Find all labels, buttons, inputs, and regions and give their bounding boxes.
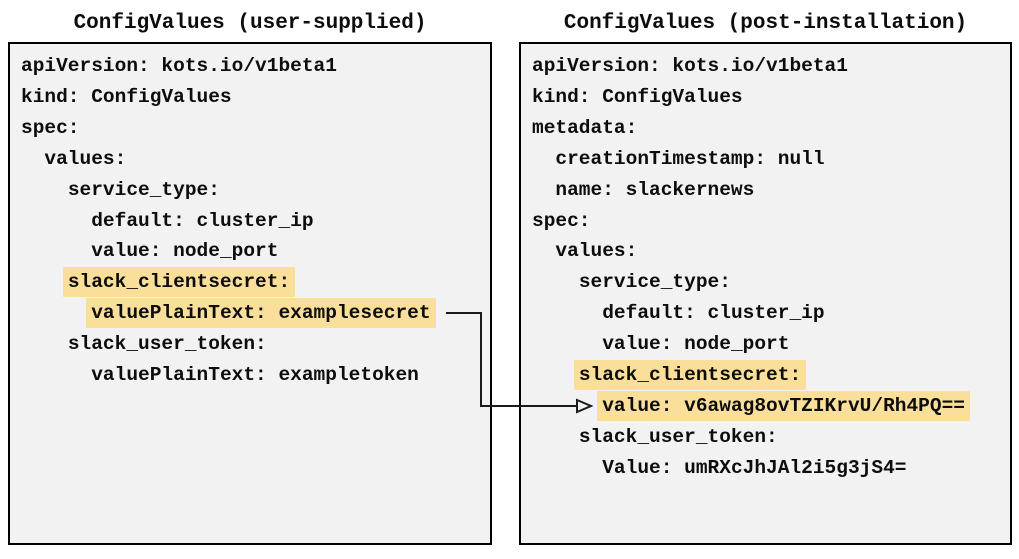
yaml-line: service_type: [532,267,1010,298]
yaml-text: slack_user_token: [67,333,267,356]
yaml-line: slack_clientsecret: [532,360,1010,391]
yaml-line: value: v6awag8ovTZIKrvU/Rh4PQ== [532,390,1010,422]
yaml-text: spec: [532,209,591,232]
yaml-line: spec: [21,113,490,144]
yaml-line: valuePlainText: exampletoken [21,360,490,391]
yaml-line: slack_user_token: [532,422,1010,453]
yaml-text: spec: [21,116,80,139]
yaml-line: apiVersion: kots.io/v1beta1 [21,51,490,82]
yaml-lines-container: apiVersion: kots.io/v1beta1 kind: ConfigV… [21,51,490,391]
yaml-text: kind: ConfigValues [532,85,743,108]
yaml-line: values: [21,144,490,175]
config-values-post-installation-panel: apiVersion: kots.io/v1beta1 kind: ConfigV… [519,42,1012,545]
yaml-line: spec: [532,206,1010,237]
yaml-text: value: node_port [602,333,790,356]
yaml-text: value: node_port [91,240,279,263]
highlighted-yaml-text: value: v6awag8ovTZIKrvU/Rh4PQ== [597,390,970,421]
yaml-line: default: cluster_ip [21,206,490,237]
yaml-line: value: node_port [532,329,1010,360]
panel-title-post-installation: ConfigValues (post-installation) [563,12,968,35]
yaml-line: value: node_port [21,236,490,267]
yaml-text: apiVersion: kots.io/v1beta1 [532,55,848,77]
yaml-text: creationTimestamp: null [555,147,825,170]
yaml-line: metadata: [532,113,1010,144]
yaml-text: apiVersion: kots.io/v1beta1 [21,55,337,77]
yaml-line: creationTimestamp: null [532,144,1010,175]
yaml-lines-container: apiVersion: kots.io/v1beta1 kind: ConfigV… [532,51,1010,484]
yaml-text: valuePlainText: exampletoken [91,364,419,387]
highlighted-yaml-text: slack_clientsecret: [62,267,296,298]
highlighted-yaml-text: valuePlainText: examplesecret [86,298,436,329]
yaml-line: kind: ConfigValues [532,82,1010,113]
yaml-text: values: [44,147,127,170]
yaml-text: slack_user_token: [578,425,778,448]
yaml-text: name: slackernews [555,178,755,201]
yaml-line: default: cluster_ip [532,298,1010,329]
yaml-text: default: cluster_ip [91,209,314,232]
yaml-line: slack_user_token: [21,329,490,360]
yaml-line: valuePlainText: examplesecret [21,298,490,329]
yaml-line: values: [532,236,1010,267]
yaml-line: name: slackernews [532,175,1010,206]
yaml-text: values: [555,240,638,263]
yaml-text: service_type: [67,178,220,201]
yaml-line: service_type: [21,175,490,206]
yaml-line: slack_clientsecret: [21,267,490,298]
yaml-text: metadata: [532,116,638,139]
highlighted-yaml-text: slack_clientsecret: [573,360,807,391]
yaml-text: service_type: [578,271,731,294]
yaml-text: Value: umRXcJhJAl2i5g3jS4= [602,456,907,479]
yaml-text: kind: ConfigValues [21,85,232,108]
yaml-line: kind: ConfigValues [21,82,490,113]
yaml-line: apiVersion: kots.io/v1beta1 [532,51,1010,82]
yaml-text: default: cluster_ip [602,302,825,325]
config-values-user-supplied-panel: apiVersion: kots.io/v1beta1 kind: ConfigV… [8,42,492,545]
panel-title-user-supplied: ConfigValues (user-supplied) [73,12,427,35]
yaml-line: Value: umRXcJhJAl2i5g3jS4= [532,453,1010,484]
